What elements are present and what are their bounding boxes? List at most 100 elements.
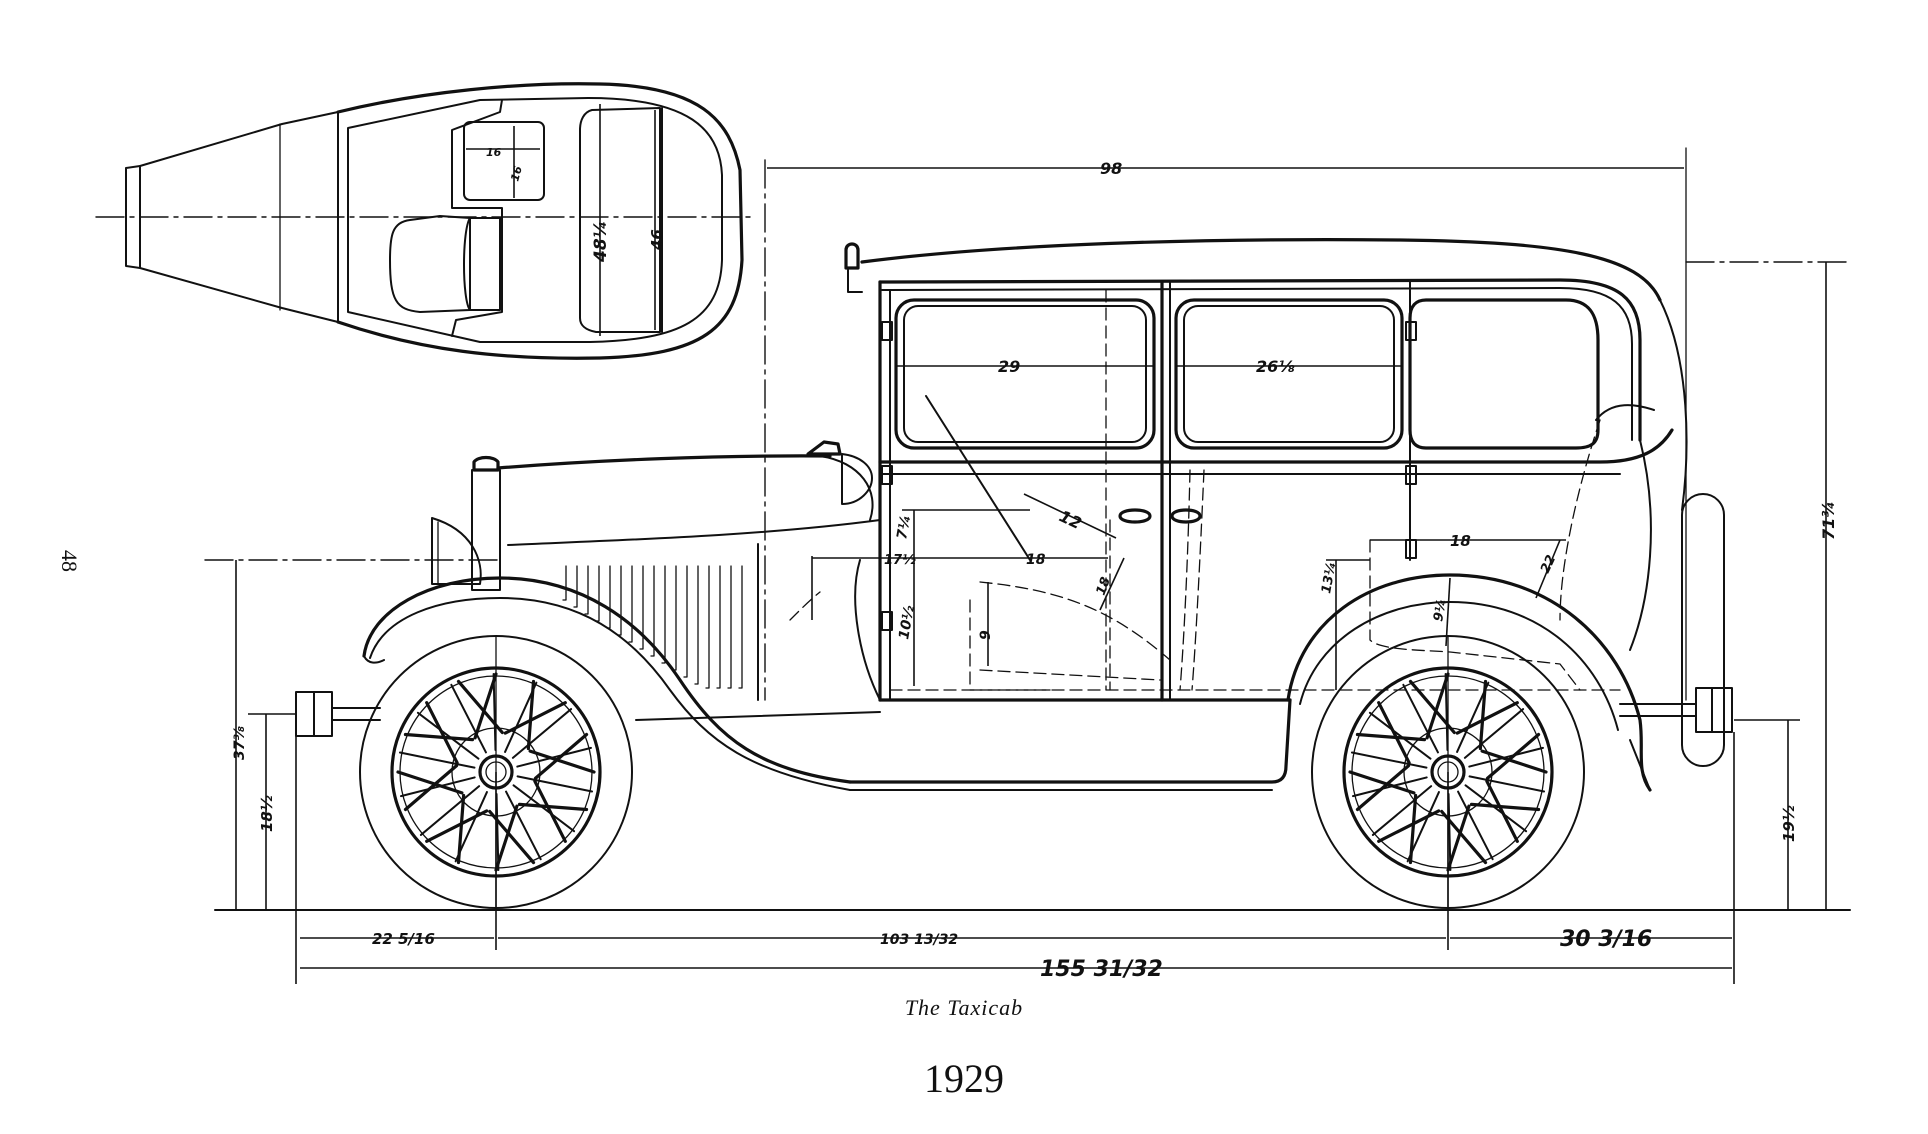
interior-layout: [789, 395, 1621, 691]
dim-13-label: 13¼: [1319, 561, 1339, 595]
dim-9q-label: 9¼: [1431, 598, 1450, 623]
rear-bumper-block: [1695, 687, 1733, 733]
caption-year: 1929: [924, 1056, 1004, 1101]
front-fender: [362, 576, 852, 784]
spoke: [516, 775, 594, 793]
spoke: [419, 785, 481, 836]
spoke: [1352, 776, 1428, 798]
spoke: [473, 672, 498, 740]
dim-22-label: 22: [1538, 553, 1559, 576]
spoke: [505, 790, 542, 861]
splash-apron: [635, 711, 881, 721]
rear-door-edge-dash: [1191, 469, 1205, 691]
partition-glass-rod: [925, 395, 1031, 561]
dim-18h-label: 18½: [258, 795, 276, 832]
dim-front-overhang-label: 22 5/16: [372, 930, 435, 948]
dim-18b-label: 18: [1094, 575, 1114, 597]
page-number: 48: [57, 550, 82, 572]
dim-10-label: 10½: [896, 604, 918, 641]
body-top-rail: [878, 278, 1642, 442]
plan-window: [463, 121, 545, 201]
rear-seat-back-line: [1559, 419, 1601, 621]
hood-louver: [694, 565, 699, 685]
rear-roof-curve: [1659, 299, 1688, 511]
hood-louver: [716, 565, 721, 689]
hood-louver: [606, 565, 611, 629]
spoke: [1348, 770, 1416, 795]
hood-louver: [738, 565, 743, 689]
spoke: [528, 749, 596, 774]
rear-door-window-inner: [1183, 305, 1395, 443]
plan-rear-seat: [579, 107, 661, 333]
spoke: [1468, 775, 1546, 793]
dim-9-label: 9: [978, 630, 994, 640]
dim-19-label: 19½: [1780, 805, 1798, 842]
hinge-icon: [1405, 465, 1417, 485]
dim-overall-length-label: 155 31/32: [1040, 957, 1163, 982]
spoke: [511, 708, 573, 759]
plan-driver-seat: [389, 215, 471, 313]
dim-12-label: 12: [1056, 506, 1084, 533]
dim-wheelbase-label: 103 13/32: [880, 932, 958, 948]
dim-7-label: 7¼: [894, 514, 914, 541]
hood-louver: [562, 565, 567, 601]
spoke: [495, 792, 500, 871]
spoke: [512, 784, 576, 833]
hood-louver: [650, 565, 655, 657]
hood-side-line: [507, 519, 881, 546]
hood-louver: [584, 565, 589, 615]
spoke: [425, 701, 459, 765]
plan-window-height-label: 16: [508, 164, 525, 182]
hood-louver: [573, 565, 578, 608]
spoke: [396, 770, 464, 795]
spoke: [494, 804, 519, 872]
spoke: [517, 802, 589, 812]
rear-body-panel: [1629, 439, 1652, 651]
spoke: [1446, 804, 1471, 872]
spoke: [1350, 751, 1428, 769]
spoke: [425, 809, 489, 843]
spoke: [1457, 790, 1494, 861]
front-fender-tip: [363, 655, 385, 664]
dim-37-label: 37⅜: [232, 726, 248, 760]
spoke: [1425, 672, 1450, 740]
hinge-icon: [881, 321, 893, 341]
spoke: [1447, 792, 1452, 871]
hood-louver: [683, 565, 688, 678]
spoke: [403, 732, 475, 742]
dim-98-label: 98: [1100, 159, 1122, 178]
spoke: [1455, 701, 1519, 735]
radiator-cap-icon: [472, 455, 500, 472]
plan-window-width-label: 16: [486, 146, 502, 159]
spoke: [1480, 749, 1548, 774]
rear-fender-inner: [1299, 601, 1619, 731]
hood-top: [496, 454, 832, 470]
spoke: [400, 776, 476, 798]
radiator-shell: [471, 469, 501, 591]
spoke: [1406, 791, 1440, 863]
spoke: [1444, 673, 1449, 752]
spoke: [454, 791, 488, 863]
spoke: [492, 673, 497, 752]
rear-seat-outline: [1369, 539, 1581, 691]
dim-22-line: [1535, 539, 1561, 599]
spoke: [1355, 732, 1427, 742]
cowl-lower-curve: [854, 559, 881, 701]
spoke: [504, 681, 538, 753]
plan-dim-46-label: 46: [648, 229, 666, 251]
dim-71-label: 71¾: [1819, 501, 1838, 540]
belt-line: [878, 428, 1674, 464]
spoke: [1371, 785, 1433, 836]
spare-tire: [1681, 493, 1725, 767]
jump-seat-outline: [969, 599, 1051, 691]
fuel-cap-icon: [806, 440, 842, 456]
dim-18a-label: 18: [1026, 552, 1046, 568]
spoke: [1469, 802, 1541, 812]
headlamp-icon: [431, 517, 482, 585]
spoke: [1456, 681, 1490, 753]
rear-quarter-window: [1408, 298, 1600, 450]
front-window: [894, 298, 1156, 450]
spoke: [416, 711, 480, 760]
hood-louver: [639, 565, 644, 650]
